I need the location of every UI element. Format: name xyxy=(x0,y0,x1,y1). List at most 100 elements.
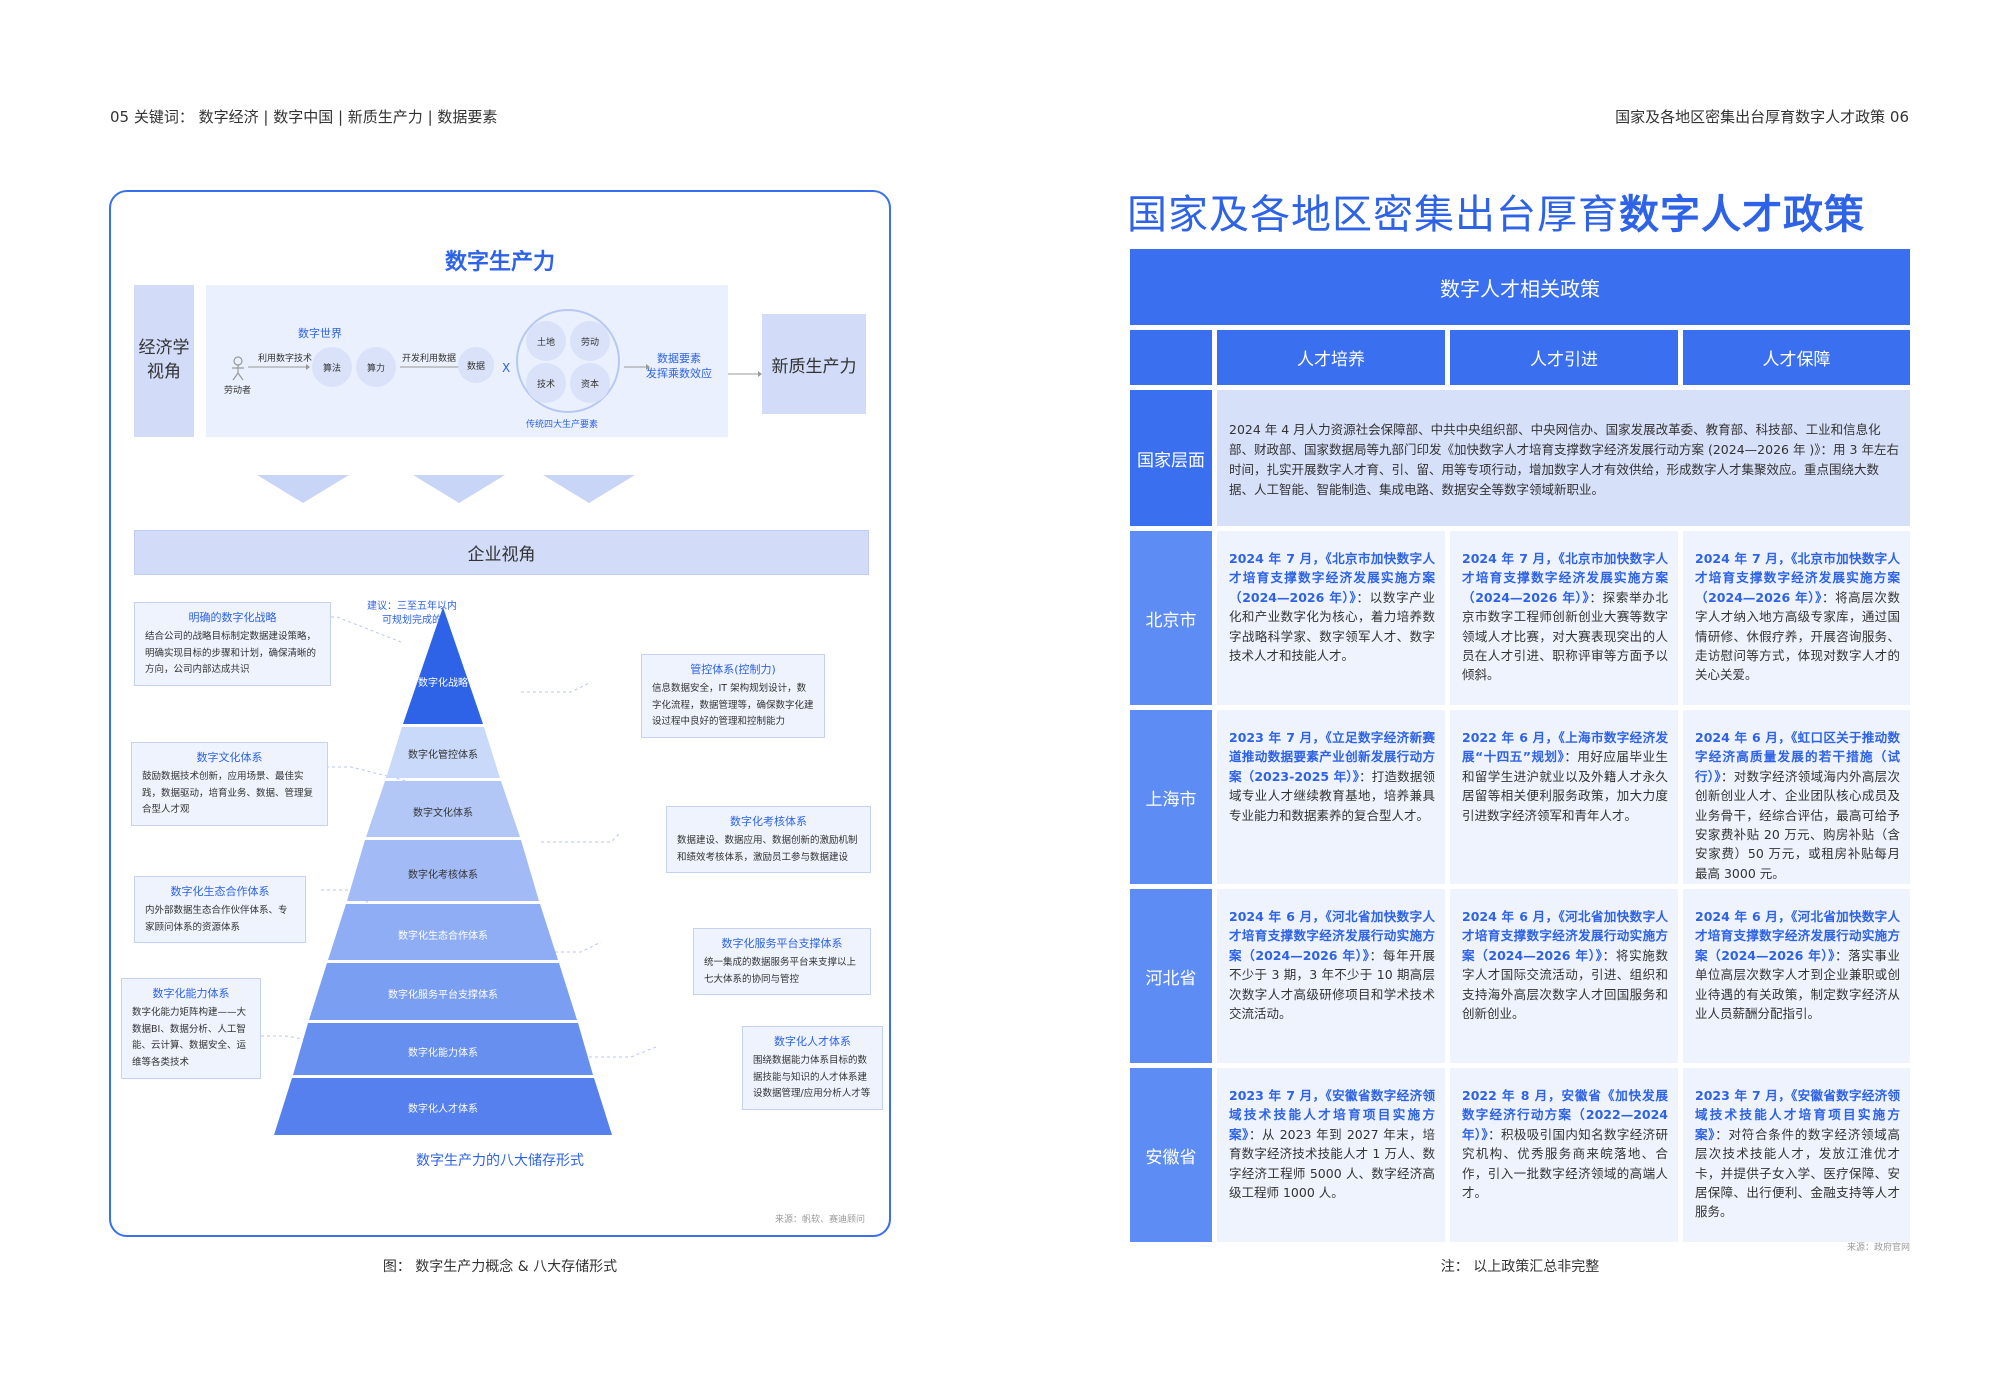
person-icon xyxy=(232,356,244,381)
multiplier-label: 数据要素 发挥乘数效应 xyxy=(646,351,712,382)
laborer-label: 劳动者 xyxy=(224,386,252,396)
callout-body: 数据建设、数据应用、数据创新的激励机制和绩效考核体系，激励员工参与数据建设 xyxy=(677,835,858,863)
pyramid-label-1: 数字化战略 xyxy=(418,678,468,689)
policy-text: ：用好应届毕业生和留学生进沪就业以及外籍人才永久居留等相关便利服务政策，加大力度… xyxy=(1462,749,1668,823)
suggestion-line-1: 建议：三至五年以内 xyxy=(367,601,457,612)
use-tech-label: 利用数字技术 xyxy=(258,354,313,364)
capital-label: 资本 xyxy=(580,379,599,390)
callout-ability: 数字化能力体系 数字化能力矩阵构建——大数据BI、数据分析、人工智能、云计算、数… xyxy=(121,978,261,1079)
callout-control: 管控体系(控制力) 信息数据安全，IT 架构规划设计，数字化流程，数据管理等，确… xyxy=(641,654,825,738)
policy-text: ：对符合条件的数字经济领域高层次技术技能人才，发放江淮优才卡，并提供子女入学、医… xyxy=(1695,1126,1900,1220)
column-header-introduce: 人才引进 xyxy=(1450,330,1678,385)
policy-cell: 2024 年 7 月，《北京市加快数字人才培育支撑数字经济发展实施方案（2024… xyxy=(1217,531,1445,705)
callout-body: 结合公司的战略目标制定数据建设策略，明确实现目标的步骤和计划，确保清晰的方向，公… xyxy=(145,631,317,676)
arrow-icon xyxy=(624,364,650,370)
policy-title: 2023 年 7 月，《安徽省数字经济领域技术技能人才培育项目实施方案》 xyxy=(1229,1088,1435,1142)
policy-cell: 2022 年 6 月，《上海市数字经济发展“十四五”规划》：用好应届毕业生和留学… xyxy=(1450,710,1678,884)
algorithm-label: 算法 xyxy=(322,363,341,374)
policy-text: ：打造数据领域专业人才继续教育基地，培养兼具专业能力和数据素养的复合型人才。 xyxy=(1229,768,1435,823)
pyramid-level-7 xyxy=(293,1023,593,1075)
callout-title: 数字文化体系 xyxy=(196,751,263,764)
table-note: 注： 以上政策汇总非完整 xyxy=(1440,1259,1600,1275)
policy-text: ：将实施数字人才国际交流活动，引进、组织和支持海外高层次数字人才回国服务和创新创… xyxy=(1462,947,1668,1021)
column-header-row: 人才培养 人才引进 人才保障 xyxy=(1130,330,1910,385)
page-header-right: 国家及各地区密集出台厚育数字人才政策 06 xyxy=(1615,108,1909,126)
digital-world-box: 数字世界 劳动者 利用数字技术 算法 算力 开发利用数据 数据 X 土地 劳动 … xyxy=(206,285,728,437)
row-label: 安徽省 xyxy=(1130,1068,1212,1242)
new-productivity-label: 新质生产力 xyxy=(771,356,857,377)
multiplier-line-2: 发挥乘数效应 xyxy=(646,367,712,381)
callout-assess: 数字化考核体系 数据建设、数据应用、数据创新的激励机制和绩效考核体系，激励员工参… xyxy=(666,806,871,874)
pyramid-level-4 xyxy=(347,840,539,901)
policy-text: ：对数字经济领域海内外高层次创新创业人才、企业团队核心成员及业务骨干，经综合评估… xyxy=(1695,768,1900,881)
multiplier-line-1: 数据要素 xyxy=(657,352,701,365)
pyramid-label-7: 数字化能力体系 xyxy=(408,1048,478,1059)
page-header-left: 05 关键词： 数字经济 | 数字中国 | 新质生产力 | 数据要素 xyxy=(110,108,498,126)
suggestion-note: 建议：三至五年以内 可规划完成的 xyxy=(367,600,457,627)
row-label: 北京市 xyxy=(1130,531,1212,705)
policy-cell: 2024 年 7 月，《北京市加快数字人才培育支撑数字经济发展实施方案（2024… xyxy=(1450,531,1678,705)
figure-caption: 图： 数字生产力概念 & 八大存储形式 xyxy=(382,1259,618,1275)
column-header-cultivate: 人才培养 xyxy=(1217,330,1445,385)
callout-eco: 数字化生态合作体系 内外部数据生态合作伙伴体系、专家顾问体系的资源体系 xyxy=(134,876,306,944)
callout-talent: 数字化人才体系 围绕数据能力体系目标的数据技能与知识的人才体系建设数据管理/应用… xyxy=(742,1026,883,1110)
pyramid-label-6: 数字化服务平台支撑体系 xyxy=(388,990,498,1001)
policy-title: 2024 年 6 月，《虹口区关于推动数字经济高质量发展的若干措施（试行）》 xyxy=(1695,730,1900,784)
pyramid-label-5: 数字化生态合作体系 xyxy=(398,931,488,942)
callout-strategy: 明确的数字化战略 结合公司的战略目标制定数据建设策略，明确实现目标的步骤和计划，… xyxy=(134,602,331,686)
compute-circle: 算力 xyxy=(356,347,396,387)
four-factors-label: 传统四大生产要素 xyxy=(526,420,599,430)
down-arrow-3 xyxy=(543,475,635,503)
row-label: 上海市 xyxy=(1130,710,1212,884)
policy-text: ：探索举办北京市数字工程师创新创业大赛等数字领域人才比赛，对大赛表现突出的人员在… xyxy=(1462,589,1668,683)
panel-title: 数字生产力 xyxy=(444,250,555,275)
tech-circle: 技术 xyxy=(526,363,566,403)
suggestion-line-2: 可规划完成的 xyxy=(382,614,442,626)
callout-title: 数字化人才体系 xyxy=(774,1035,851,1048)
policy-text: ：从 2023 年到 2027 年末，培育数字经济技术技能人才 1 万人、数字经… xyxy=(1229,1126,1435,1200)
title-bold: 数字人才政策 xyxy=(1619,192,1865,238)
policy-cell: 2023 年 7 月，《安徽省数字经济领域技术技能人才培育项目实施方案》：对符合… xyxy=(1683,1068,1910,1242)
pyramid-level-3 xyxy=(366,781,520,837)
table-source: 来源：政府官网 xyxy=(1846,1243,1910,1253)
policy-text: ：以数字产业化和产业数字化为核心，着力培养数字战略科学家、数字领军人才、数字技术… xyxy=(1229,589,1435,663)
callout-body: 数字化能力矩阵构建——大数据BI、数据分析、人工智能、云计算、数据安全、运维等各… xyxy=(132,1007,247,1068)
land-circle: 土地 xyxy=(526,321,566,361)
econ-label: 经济学 视角 xyxy=(138,338,190,382)
callout-service: 数字化服务平台支撑体系 统一集成的数据服务平台来支撑以上七大体系的协同与管控 xyxy=(693,928,871,996)
labor-label: 劳动 xyxy=(580,337,599,348)
callout-title: 数字化服务平台支撑体系 xyxy=(721,937,843,950)
policy-text: ：积极吸引国内知名数字经济研究机构、优秀服务商来皖落地、合作，引入一批数字经济领… xyxy=(1462,1126,1668,1200)
policy-title: 2024 年 7 月，《北京市加快数字人才培育支撑数字经济发展实施方案（2024… xyxy=(1695,551,1900,605)
arrow-icon xyxy=(728,371,762,377)
callout-body: 鼓励数据技术创新，应用场景、最佳实践，数据驱动，培育业务、数据、管理复合型人才观 xyxy=(142,771,314,816)
capital-circle: 资本 xyxy=(570,363,610,403)
callout-culture: 数字文化体系 鼓励数据技术创新，应用场景、最佳实践，数据驱动，培育业务、数据、管… xyxy=(131,742,328,826)
pyramid-level-5 xyxy=(328,904,558,960)
row-label-national: 国家层面 xyxy=(1130,390,1212,526)
policy-cell: 2024 年 6 月，《河北省加快数字人才培育支撑数字经济发展行动实施方案（20… xyxy=(1450,889,1678,1063)
times-sign: X xyxy=(502,361,511,375)
pyramid-chart xyxy=(261,607,657,1135)
callout-body: 统一集成的数据服务平台来支撑以上七大体系的协同与管控 xyxy=(704,957,857,985)
page-title: 国家及各地区密集出台厚育数字人才政策 xyxy=(1127,182,1865,240)
down-arrow-2 xyxy=(413,475,505,503)
policy-title: 2023 年 7 月，《安徽省数字经济领域技术技能人才培育项目实施方案》 xyxy=(1695,1088,1900,1142)
down-arrow-1 xyxy=(257,475,349,503)
table-row: 河北省 2024 年 6 月，《河北省加快数字人才培育支撑数字经济发展行动实施方案… xyxy=(1130,889,1910,1063)
table-header: 数字人才相关政策 xyxy=(1130,249,1910,325)
enterprise-label: 企业视角 xyxy=(467,545,536,565)
title-normal: 国家及各地区密集出台厚育 xyxy=(1127,192,1619,238)
callout-title: 数字化考核体系 xyxy=(730,815,807,828)
callout-title: 管控体系(控制力) xyxy=(690,663,776,676)
callout-title: 明确的数字化战略 xyxy=(188,611,277,624)
four-factors-ring xyxy=(516,309,620,413)
policy-cell: 2022 年 8 月，安徽省《加快发展数字经济行动方案（2022—2024 年）… xyxy=(1450,1068,1678,1242)
policy-cell: 2024 年 6 月，《河北省加快数字人才培育支撑数字经济发展行动实施方案（20… xyxy=(1683,889,1910,1063)
row-label: 河北省 xyxy=(1130,889,1212,1063)
policy-table: 数字人才相关政策 人才培养 人才引进 人才保障 国家层面 2024 年 4 月人… xyxy=(1130,249,1910,1242)
column-header-blank xyxy=(1130,330,1212,385)
pyramid-level-1 xyxy=(403,607,483,724)
policy-title: 2023 年 7 月，《立足数字经济新赛道推动数据要素产业创新发展行动方案（20… xyxy=(1229,730,1435,784)
